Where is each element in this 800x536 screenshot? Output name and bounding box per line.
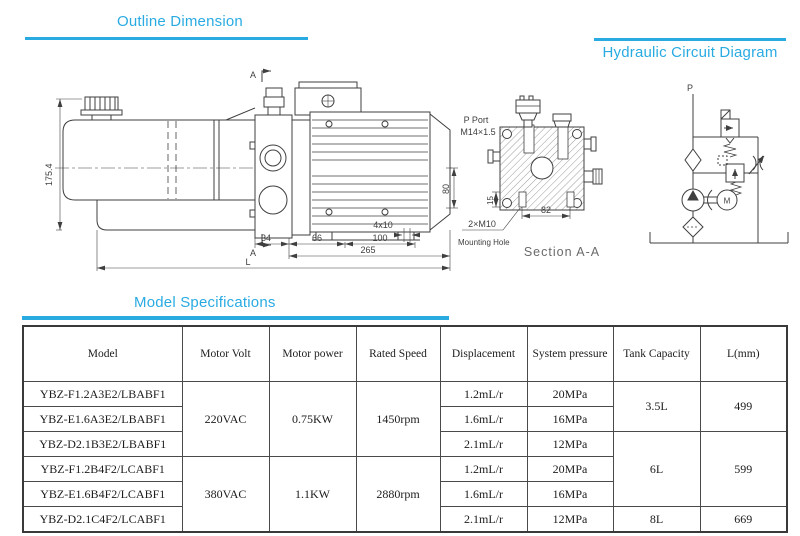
table-row: YBZ-D2.1B3E2/LBABF1 2.1mL/r 12MPa 6L 599 (22, 431, 788, 507)
header-motor-power: Motor power (268, 325, 357, 382)
model-specifications-heading: Model Specifications (134, 294, 276, 311)
model-cell: YBZ-F1.2B4F2/LCABF1 (22, 456, 183, 482)
pressure-cell: 12MPa (526, 506, 614, 533)
displacement-cell: 1.2mL/r (439, 456, 528, 482)
hydraulic-circuit-drawing: P M (649, 83, 789, 244)
displacement-cell: 1.6mL/r (439, 406, 528, 432)
speed-cell: 2880rpm (355, 456, 441, 533)
model-specifications-table: Model Motor Volt Motor power Rated Speed… (22, 325, 788, 533)
p-line-label: P (687, 83, 693, 93)
speed-cell: 1450rpm (355, 381, 441, 457)
pressure-cell: 20MPa (526, 456, 614, 482)
section-dimensions (462, 191, 571, 231)
pressure-cell: 20MPa (526, 381, 614, 407)
model-cell: YBZ-D2.1B3E2/LBABF1 (22, 431, 183, 457)
header-motor-volt: Motor Volt (181, 325, 270, 382)
model-cell: YBZ-E1.6B4F2/LCABF1 (22, 481, 183, 507)
tank-cell: 8L (612, 506, 701, 533)
table-row: YBZ-E1.6B4F2/LCABF1 1.6mL/r 16MPa (22, 481, 787, 507)
tank-height-dim-label: 175.4 (44, 163, 54, 186)
dim-15-label: 15 (486, 196, 495, 205)
hydraulic-circuit-heading: Hydraulic Circuit Diagram (602, 44, 778, 61)
power-cell: 0.75KW (268, 381, 357, 457)
length-cell: 669 (699, 506, 788, 533)
dimension-lines (56, 98, 458, 271)
motor-drawing (291, 81, 451, 241)
pressure-cell: 12MPa (526, 431, 614, 457)
mounting-hole-text: Mounting Hole (458, 238, 510, 247)
hydraulic-heading-overline (594, 38, 786, 41)
table-row: YBZ-D2.1C4F2/LCABF1 2.1mL/r 12MPa 8L 669 (22, 506, 788, 533)
dim-66-label: 66 (312, 233, 322, 243)
tank-cell: 6L (612, 431, 701, 507)
pressure-cell: 16MPa (526, 406, 614, 432)
manifold-block (499, 124, 585, 211)
section-aa-caption: Section A-A (524, 245, 600, 259)
section-aa-drawing: P Port M14×1.5 15 82 2×M10 Mounting Hole… (458, 95, 603, 259)
displacement-cell: 2.1mL/r (439, 431, 528, 457)
length-cell: 599 (699, 431, 788, 507)
table-row: YBZ-F1.2A3E2/LBABF1 220VAC 0.75KW 1450rp… (22, 381, 788, 457)
tank-cell: 3.5L (612, 381, 701, 432)
dim-80-label: 80 (441, 184, 451, 194)
p-port-label: P Port (464, 115, 489, 125)
volt-cell: 380VAC (181, 456, 270, 533)
dim-265-label: 265 (360, 245, 375, 255)
relief-valve-symbol (717, 155, 745, 196)
check-valve-symbol (684, 148, 702, 172)
header-displacement: Displacement (439, 325, 528, 382)
pump-motor-symbol (681, 188, 738, 212)
displacement-cell: 1.2mL/r (439, 381, 528, 407)
outline-dimension-drawing: 175.4 A A 34 66 100 4x10 265 L 80 (44, 68, 458, 271)
volt-cell: 220VAC (181, 381, 270, 457)
pump-block-drawing (249, 87, 293, 239)
header-model: Model (22, 325, 183, 382)
header-length: L(mm) (699, 325, 788, 382)
specs-heading-underline (22, 316, 449, 320)
outline-dimension-heading: Outline Dimension (117, 13, 243, 30)
power-cell: 1.1KW (268, 456, 357, 533)
dim-100-label: 100 (372, 233, 387, 243)
pressure-cell: 16MPa (526, 481, 614, 507)
model-cell: YBZ-E1.6A3E2/LBABF1 (22, 406, 183, 432)
thread-size-label: M14×1.5 (460, 127, 495, 137)
dim-34-label: 34 (261, 233, 271, 243)
section-letter-bottom: A (250, 248, 256, 258)
header-rated-speed: Rated Speed (355, 325, 441, 382)
solenoid-valve-symbol (720, 109, 740, 158)
dim-slot-label: 4x10 (373, 220, 393, 230)
circuit-lines (649, 94, 789, 244)
section-letter-top: A (250, 70, 256, 80)
displacement-cell: 2.1mL/r (439, 506, 528, 533)
header-tank-capacity: Tank Capacity (612, 325, 701, 382)
length-cell: 499 (699, 381, 788, 432)
model-cell: YBZ-D2.1C4F2/LCABF1 (22, 506, 183, 533)
throttle-valve-symbol (748, 155, 765, 175)
filter-symbol (682, 216, 704, 238)
table-header-row: Model Motor Volt Motor power Rated Speed… (22, 325, 788, 382)
header-system-pressure: System pressure (526, 325, 614, 382)
model-cell: YBZ-F1.2A3E2/LBABF1 (22, 381, 183, 407)
dim-L-label: L (245, 257, 250, 267)
dim-82-label: 82 (541, 205, 551, 215)
motor-symbol-label: M (724, 197, 731, 206)
valves-and-plugs (487, 95, 603, 185)
displacement-cell: 1.6mL/r (439, 481, 528, 507)
mounting-holes-label: 2×M10 (468, 219, 496, 229)
outline-heading-underline (25, 37, 308, 40)
